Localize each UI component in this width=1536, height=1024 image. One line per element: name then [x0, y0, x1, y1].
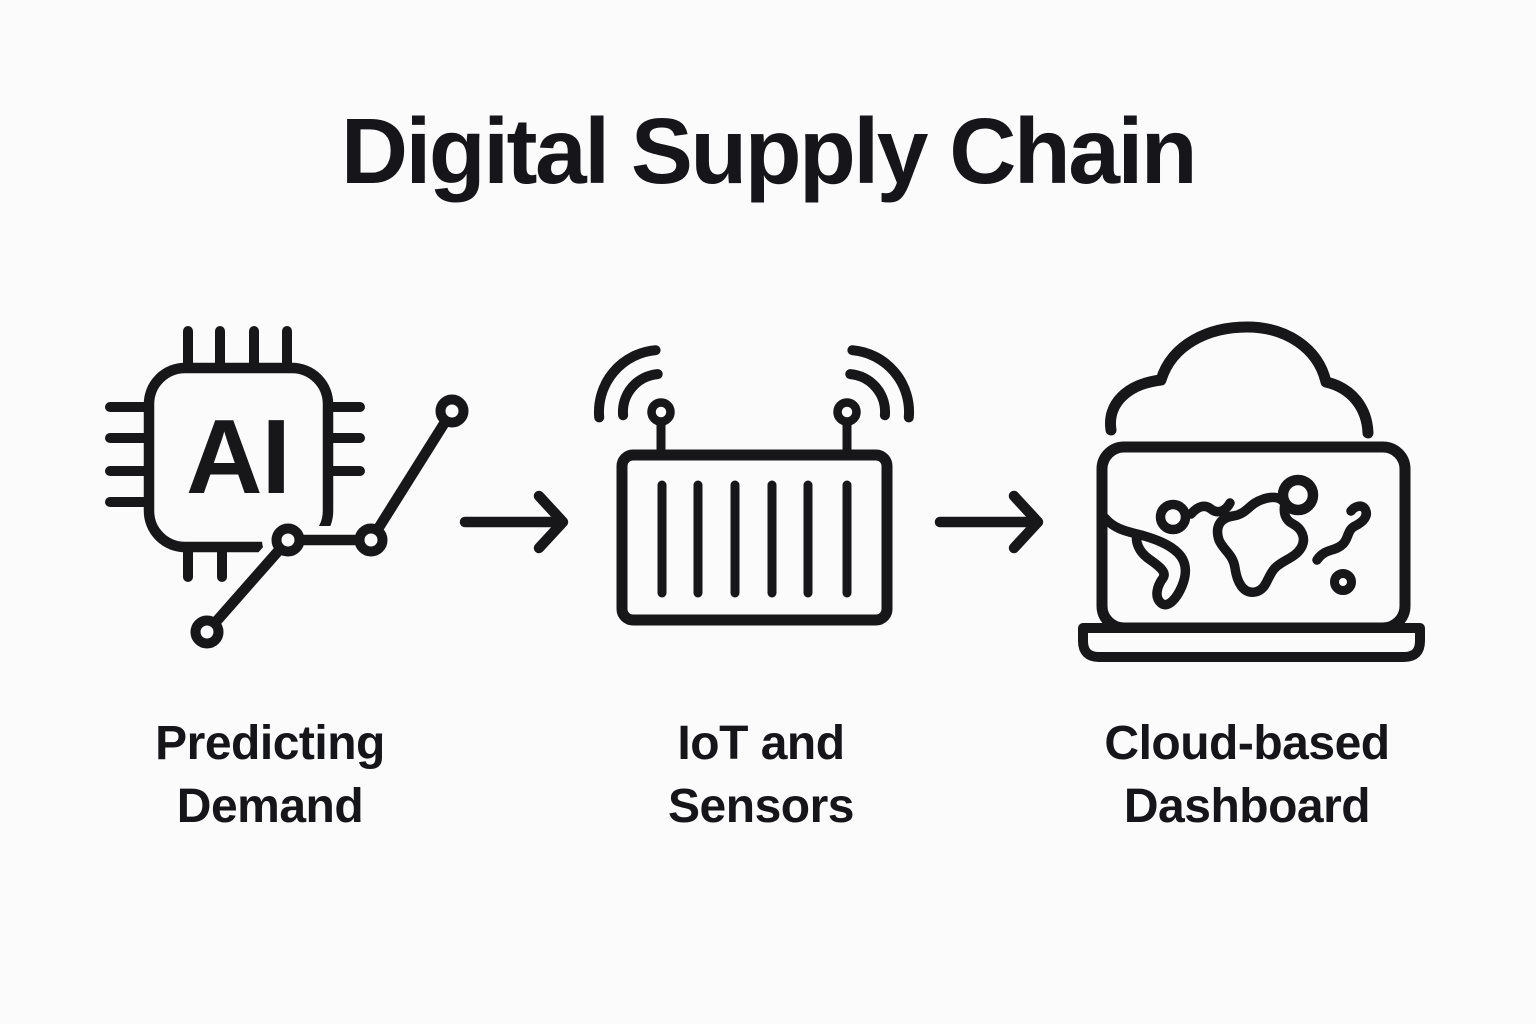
- label-line: Dashboard: [1123, 780, 1371, 833]
- trend-nodes: [190, 394, 469, 649]
- container-body: [616, 449, 893, 626]
- world-map: [1100, 474, 1371, 610]
- laptop-base: [1078, 623, 1425, 662]
- antennas: [647, 398, 861, 461]
- container-ribs: [657, 480, 852, 598]
- label-line: IoT and: [677, 717, 845, 770]
- label-line: Cloud-based: [1104, 717, 1390, 770]
- cloud-laptop-world-map-icon: [1075, 320, 1435, 670]
- arrow-right-icon: [930, 480, 1050, 564]
- label-line: Sensors: [668, 780, 854, 833]
- label-line: Predicting: [155, 717, 385, 770]
- step-label-iot-sensors: IoT and Sensors: [668, 712, 854, 838]
- wifi-signal-arcs: [593, 345, 915, 423]
- step-label-predicting-demand: Predicting Demand: [155, 712, 385, 838]
- arrow-right-icon: [455, 480, 575, 564]
- chip-ai-text: AI: [186, 398, 290, 516]
- smart-container-wireless-icon: [590, 340, 920, 660]
- chip-body: [143, 362, 334, 553]
- trend-line: [201, 405, 458, 638]
- label-line: Demand: [176, 780, 364, 833]
- ai-chip-trend-chart-icon: AI: [100, 320, 470, 660]
- step-label-cloud-dashboard: Cloud-based Dashboard: [1104, 712, 1390, 838]
- cloud-outline: [1105, 321, 1374, 439]
- diagram-title: Digital Supply Chain: [340, 99, 1198, 203]
